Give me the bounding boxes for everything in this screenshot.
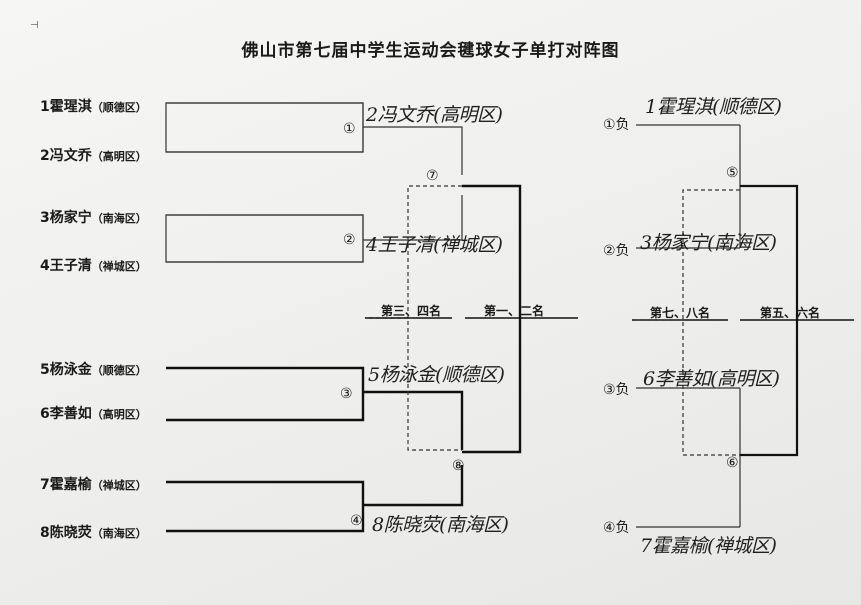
player-2: 2冯文乔（高明区）	[40, 148, 147, 164]
match-number-3: ③	[340, 386, 353, 402]
match-number-4: ④	[350, 513, 363, 529]
player-8: 8陈晓荧（南海区）	[40, 525, 147, 541]
player-1: 1霍瑆淇（顺德区）	[40, 99, 147, 115]
loser-name-2: 3杨家宁(南海区)	[640, 232, 777, 254]
winner-match-4: 8陈晓荧(南海区)	[372, 514, 509, 536]
match-number-5: ⑤	[726, 165, 739, 181]
match-number-1: ①	[343, 121, 356, 137]
match1-lines	[166, 102, 364, 153]
match-number-7: ⑦	[426, 168, 439, 184]
loser-name-1: 1霍瑆淇(顺德区)	[645, 96, 782, 118]
player-6: 6李善如（高明区）	[40, 406, 147, 422]
rank-7-8-label: 第七、八名	[650, 306, 711, 320]
loser-label-4: ④负	[603, 520, 630, 536]
player-7: 7霍嘉榆（禅城区）	[40, 477, 147, 493]
rank-3-4-label: 第三、四名	[381, 304, 442, 318]
page-title: 佛山市第七届中学生运动会毽球女子单打对阵图	[241, 41, 620, 61]
match-number-2: ②	[343, 232, 356, 248]
winner-match-2: 4王子清(禅城区)	[366, 234, 503, 256]
loser-label-1: ①负	[603, 117, 630, 133]
player-4: 4王子清（禅城区）	[40, 258, 147, 274]
rank-5-6-label: 第五、六名	[760, 306, 821, 320]
player-5: 5杨泳金（顺德区）	[40, 362, 147, 378]
match-number-6: ⑥	[726, 455, 739, 471]
loser-name-4: 7霍嘉榆(禅城区)	[640, 535, 777, 557]
rank-1-2-label: 第一、二名	[484, 304, 545, 318]
winner-match-1: 2冯文乔(高明区)	[366, 104, 503, 126]
match2-lines	[166, 214, 364, 263]
loser-label-3: ③负	[603, 382, 630, 398]
match-number-8: ⑧	[452, 458, 465, 474]
match4-lines	[166, 480, 365, 533]
loser-name-3: 6李善如(高明区)	[643, 368, 780, 390]
corner-mark: ⊣	[30, 20, 39, 31]
loser-label-2: ②负	[603, 243, 630, 259]
player-3: 3杨家宁（南海区）	[40, 210, 147, 226]
match3-lines	[166, 366, 365, 422]
winner-match-3: 5杨泳金(顺德区)	[368, 364, 505, 386]
